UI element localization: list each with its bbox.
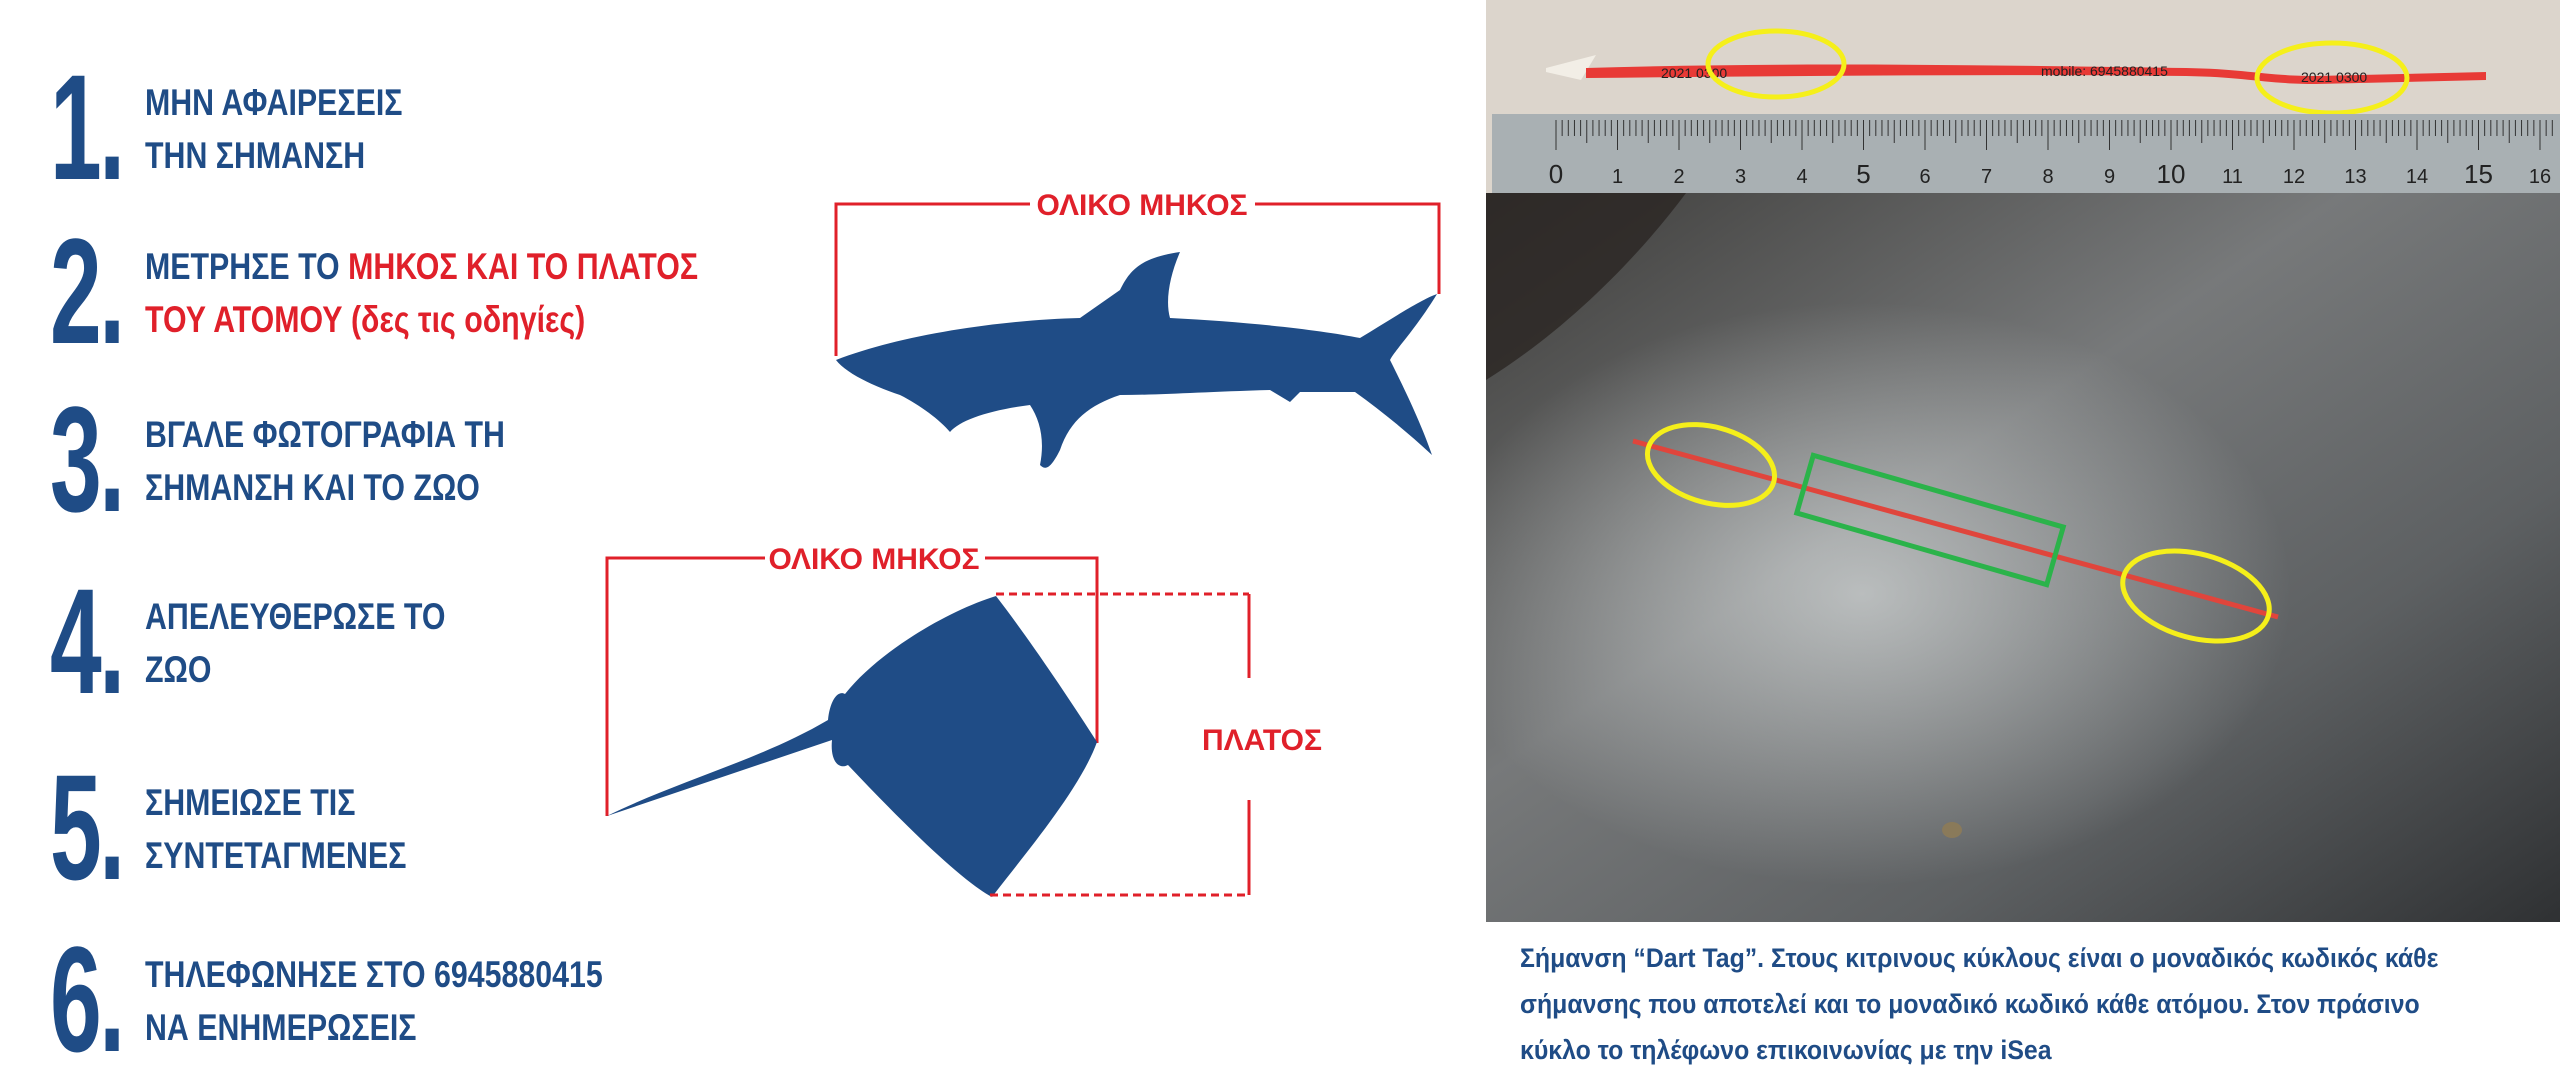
step-line: ΤΗΝ ΣΗΜΑΝΣΗ — [145, 135, 366, 176]
step-text: ΜΕΤΡΗΣΕ ΤΟ ΜΗΚΟΣ ΚΑΙ ΤΟ ΠΛΑΤΟΣ ΤΟΥ ΑΤΟΜΟΥ… — [145, 240, 698, 346]
step-4: 4. ΑΠΕΛΕΥΘΕΡΩΣΕ ΤΟ ΖΩΟ — [50, 557, 850, 725]
dart-tag-in-water — [1632, 438, 2279, 620]
step-line: ΤΗΛΕΦΩΝΗΣΕ ΣΤΟ 6945880415 — [145, 954, 603, 995]
shark-length-label: ΟΛΙΚΟ ΜΗΚΟΣ — [1036, 189, 1247, 222]
step-number: 2. — [50, 207, 125, 375]
tag-phone-text: mobile: 6945880415 — [2041, 63, 2168, 79]
step-text: ΒΓΑΛΕ ΦΩΤΟΓΡΑΦΙΑ ΤΗ ΣΗΜΑΝΣΗ ΚΑΙ ΤΟ ΖΩΟ — [145, 408, 505, 514]
ruler-number: 16 — [2529, 166, 2551, 188]
dart-tag-sample — [1586, 64, 2486, 84]
yellow-circle-marker — [2254, 40, 2410, 116]
ray-silhouette — [607, 596, 1097, 897]
step-number: 4. — [50, 557, 125, 725]
ruler-number: 2 — [1673, 166, 1684, 188]
step-5: 5. ΣΗΜΕΙΩΣΕ ΤΙΣ ΣΥΝΤΕΤΑΓΜΕΝΕΣ — [50, 743, 850, 911]
yellow-circle-marker — [2120, 548, 2272, 644]
step-6: 6. ΤΗΛΕΦΩΝΗΣΕ ΣΤΟ 6945880415 ΝΑ ΕΝΗΜΕΡΩΣΕ… — [50, 915, 850, 1083]
step-line: ΣΥΝΤΕΤΑΓΜΕΝΕΣ — [145, 835, 407, 876]
photo-caption: Σήμανση “Dart Tag”. Στους κιτρινους κύκλ… — [1520, 935, 2458, 1073]
caption-line: κύκλο το τηλέφωνο επικοινωνίας με την iS… — [1520, 1035, 2052, 1065]
step-text: ΑΠΕΛΕΥΘΕΡΩΣΕ ΤΟ ΖΩΟ — [145, 590, 445, 696]
step-text: ΜΗΝ ΑΦΑΙΡΕΣΕΙΣ ΤΗΝ ΣΗΜΑΝΣΗ — [145, 76, 402, 182]
ruler-ticks — [1555, 120, 2553, 150]
rock — [1486, 193, 1686, 380]
dart-tag-photo: 2021 0300 mobile: 6945880415 2021 0300 0… — [1486, 0, 2560, 922]
ruler-number: 7 — [1981, 166, 1992, 188]
step-line: ΝΑ ΕΝΗΜΕΡΩΣΕΙΣ — [145, 1007, 417, 1048]
ruler-number: 13 — [2344, 166, 2366, 188]
yellow-circle-marker — [1705, 28, 1847, 100]
step-line-blue: ΜΕΤΡΗΣΕ ΤΟ — [145, 246, 349, 287]
water-glare — [1486, 193, 2560, 922]
ruler-number: 9 — [2104, 166, 2115, 188]
step-number: 6. — [50, 915, 125, 1083]
step-text: ΤΗΛΕΦΩΝΗΣΕ ΣΤΟ 6945880415 ΝΑ ΕΝΗΜΕΡΩΣΕΙΣ — [145, 948, 603, 1054]
ruler-number: 12 — [2283, 166, 2305, 188]
step-line: ΒΓΑΛΕ ΦΩΤΟΓΡΑΦΙΑ ΤΗ — [145, 414, 505, 455]
step-line: ΖΩΟ — [145, 649, 212, 690]
ruler — [1492, 114, 2560, 193]
step-1: 1. ΜΗΝ ΑΦΑΙΡΕΣΕΙΣ ΤΗΝ ΣΗΜΑΝΣΗ — [50, 43, 850, 211]
step-2: 2. ΜΕΤΡΗΣΕ ΤΟ ΜΗΚΟΣ ΚΑΙ ΤΟ ΠΛΑΤΟΣ ΤΟΥ ΑΤΟ… — [50, 207, 850, 375]
step-text: ΣΗΜΕΙΩΣΕ ΤΙΣ ΣΥΝΤΕΤΑΓΜΕΝΕΣ — [145, 776, 406, 882]
pebble — [1942, 822, 1962, 838]
ruler-number: 8 — [2042, 166, 2053, 188]
measurement-diagram: ΟΛΙΚΟ ΜΗΚΟΣ ΟΛΙΚΟ ΜΗΚΟΣ ΠΛΑΤΟΣ — [605, 189, 1441, 897]
step-number: 1. — [50, 43, 125, 211]
step-number: 3. — [50, 375, 125, 543]
ruler-number: 11 — [2222, 166, 2243, 188]
step-line: ΣΗΜΑΝΣΗ ΚΑΙ ΤΟ ΖΩΟ — [145, 467, 480, 508]
ruler-number: 14 — [2406, 166, 2428, 188]
ruler-number: 3 — [1735, 166, 1746, 188]
ruler-number: 6 — [1919, 166, 1930, 188]
ruler-number: 5 — [1856, 159, 1870, 189]
ruler-number: 15 — [2464, 159, 2493, 189]
tag-barb — [1546, 55, 1596, 80]
caption-line: Σήμανση “Dart Tag”. Στους κιτρινους κύκλ… — [1520, 943, 2439, 973]
step-number: 5. — [50, 743, 125, 911]
step-3: 3. ΒΓΑΛΕ ΦΩΤΟΓΡΑΦΙΑ ΤΗ ΣΗΜΑΝΣΗ ΚΑΙ ΤΟ ΖΩΟ — [50, 375, 850, 543]
ray-length-bracket — [605, 556, 1099, 816]
step-line: ΣΗΜΕΙΩΣΕ ΤΙΣ — [145, 782, 356, 823]
ruler-number: 1 — [1612, 166, 1623, 188]
ray-length-label: ΟΛΙΚΟ ΜΗΚΟΣ — [768, 543, 979, 576]
step-line: ΜΕΤΡΗΣΕ ΤΟ ΜΗΚΟΣ ΚΑΙ ΤΟ ΠΛΑΤΟΣ — [145, 240, 698, 293]
ray-width-bracket — [990, 592, 1251, 897]
tag-code-text: 2021 0300 — [2301, 69, 2367, 85]
green-rectangle-marker — [1793, 452, 2067, 588]
yellow-circle-marker — [1644, 422, 1778, 508]
shark-silhouette — [836, 252, 1437, 468]
step-line: ΜΗΝ ΑΦΑΙΡΕΣΕΙΣ — [145, 82, 403, 123]
shark-length-bracket — [834, 202, 1441, 356]
step-line: ΑΠΕΛΕΥΘΕΡΩΣΕ ΤΟ — [145, 596, 446, 637]
ruler-number: 10 — [2157, 159, 2186, 189]
caption-line: σήμανσης που αποτελεί και το μοναδικό κω… — [1520, 989, 2420, 1019]
ruler-number: 0 — [1549, 159, 1563, 189]
step-line: ΤΟΥ ΑΤΟΜΟΥ (δες τις οδηγίες) — [145, 299, 586, 340]
step-line-red: ΜΗΚΟΣ ΚΑΙ ΤΟ ΠΛΑΤΟΣ — [348, 246, 699, 287]
ray-width-label: ΠΛΑΤΟΣ — [1202, 724, 1322, 757]
ruler-number: 4 — [1796, 166, 1807, 188]
